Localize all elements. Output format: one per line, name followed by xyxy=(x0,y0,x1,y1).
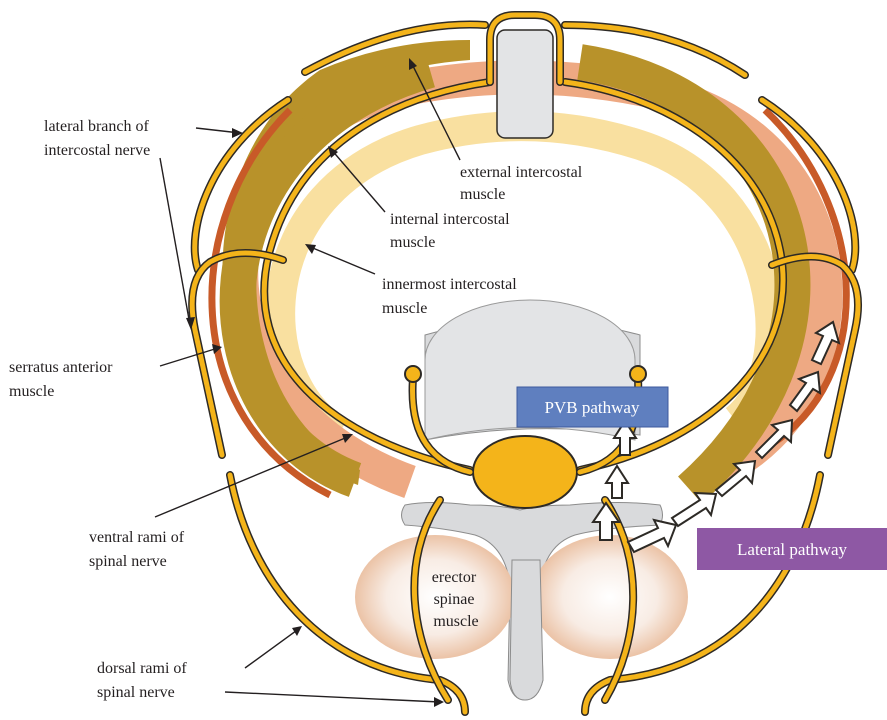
label-external-intercostal: external intercostal muscle xyxy=(460,164,586,203)
spinous-process xyxy=(510,560,543,700)
erector-spinae-muscle-right xyxy=(532,535,688,659)
label-erector-spinae: erector spinae muscle xyxy=(432,569,480,630)
label-internal-intercostal: internal intercostal muscle xyxy=(390,211,514,251)
label-serratus-anterior: serratus anterior muscle xyxy=(9,359,117,400)
dorsal-root-ganglion-right xyxy=(630,366,646,382)
pvb-pathway-label: PVB pathway xyxy=(545,398,640,417)
lateral-pathway-box: Lateral pathway xyxy=(697,528,887,570)
dorsal-root-ganglion-left xyxy=(405,366,421,382)
spinal-cord xyxy=(473,436,577,508)
lateral-arrow-2 xyxy=(672,493,716,526)
sternum xyxy=(497,30,553,138)
lateral-pathway-label: Lateral pathway xyxy=(737,540,847,559)
label-dorsal-rami: dorsal rami of spinal nerve xyxy=(97,660,191,701)
label-lateral-branch: lateral branch of intercostal nerve xyxy=(44,118,153,159)
pvb-arrow-1 xyxy=(606,466,628,498)
label-ventral-rami: ventral rami of spinal nerve xyxy=(89,529,188,570)
pvb-pathway-box: PVB pathway xyxy=(517,387,668,427)
